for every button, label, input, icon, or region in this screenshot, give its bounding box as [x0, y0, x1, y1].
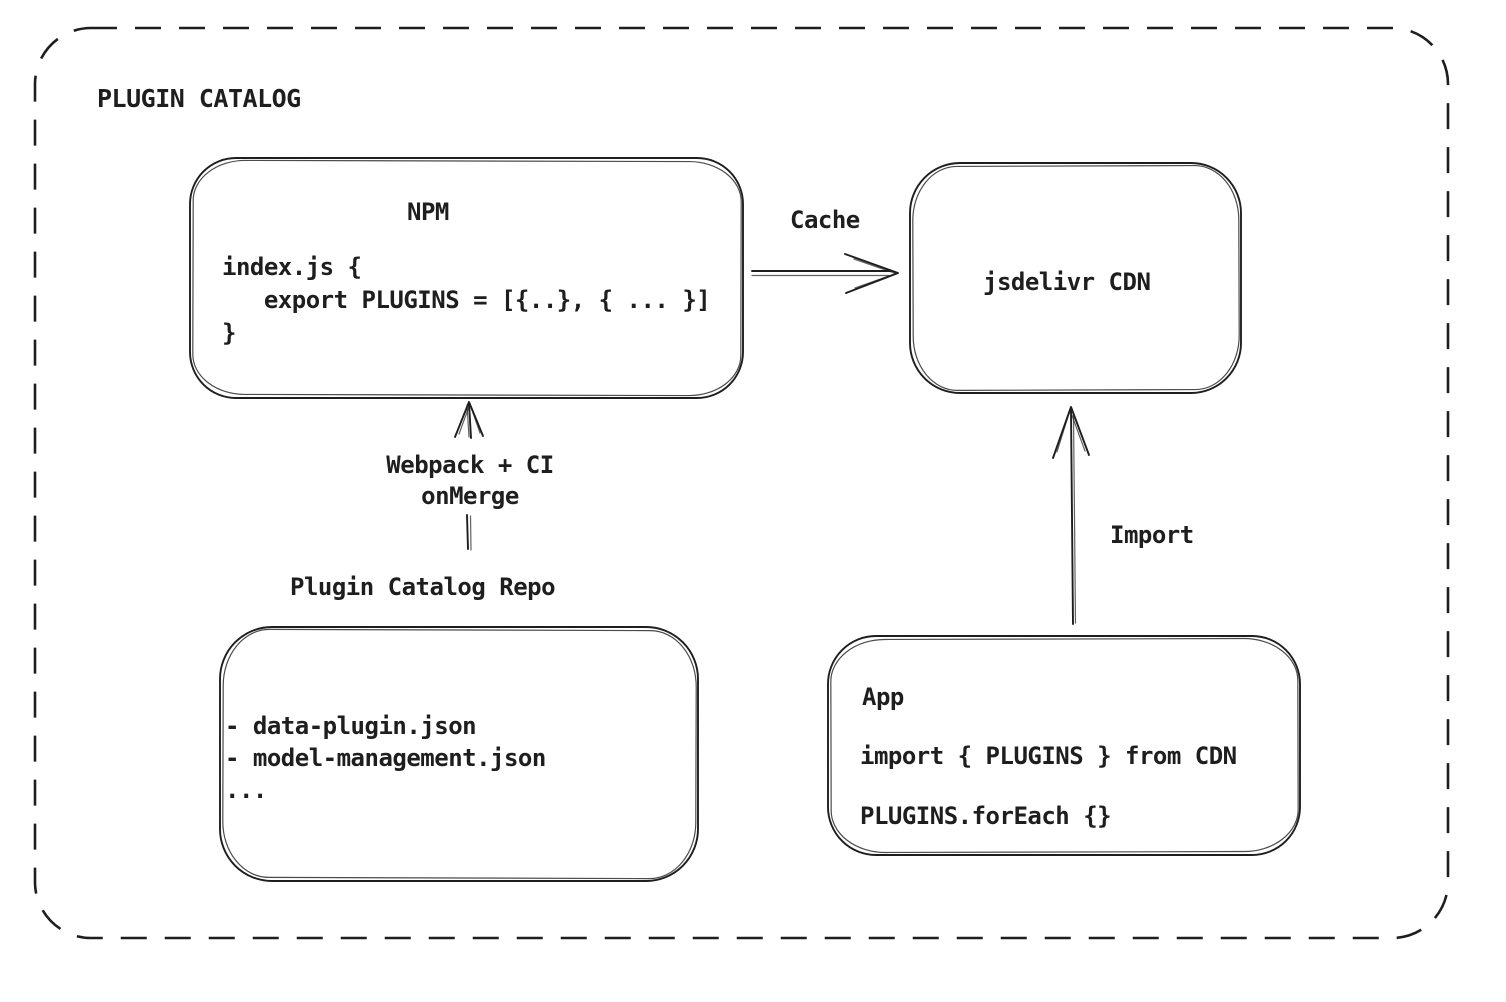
repo-box-label: Plugin Catalog Repo	[290, 573, 556, 601]
build-arrow-label-line1: Webpack + CI	[386, 451, 554, 479]
npm-code-line: export PLUGINS = [{..}, { ... }]	[222, 286, 711, 314]
cache-arrow-label: Cache	[790, 206, 860, 234]
import-arrow-label: Import	[1110, 521, 1194, 549]
app-foreach-line: PLUGINS.forEach {}	[860, 802, 1112, 830]
npm-box-title: NPM	[407, 198, 449, 226]
npm-box	[189, 157, 744, 399]
app-import-line: import { PLUGINS } from CDN	[860, 742, 1237, 770]
repo-file-item: - data-plugin.json	[225, 712, 477, 740]
repo-file-item: ...	[225, 776, 267, 804]
npm-code-block: index.js { export PLUGINS = [{..}, { ...…	[222, 251, 711, 350]
repo-file-item: - model-management.json	[225, 744, 546, 772]
build-arrow-label-line2: onMerge	[421, 482, 519, 510]
repo-box	[219, 626, 699, 882]
npm-code-line: index.js {	[222, 253, 362, 281]
cdn-box	[909, 162, 1242, 394]
build-arrow	[454, 401, 484, 439]
cache-arrow	[751, 253, 899, 294]
app-box	[827, 635, 1301, 856]
catalog-frame-title: PLUGIN CATALOG	[97, 84, 301, 113]
npm-code-line: }	[222, 319, 236, 347]
import-arrow	[1052, 406, 1090, 625]
catalog-frame-border	[33, 26, 1450, 940]
repo-file-list: - data-plugin.json - model-management.js…	[225, 710, 546, 806]
cdn-box-label: jsdelivr CDN	[983, 268, 1151, 296]
build-connector-segment	[466, 514, 472, 551]
app-box-title: App	[862, 683, 904, 711]
